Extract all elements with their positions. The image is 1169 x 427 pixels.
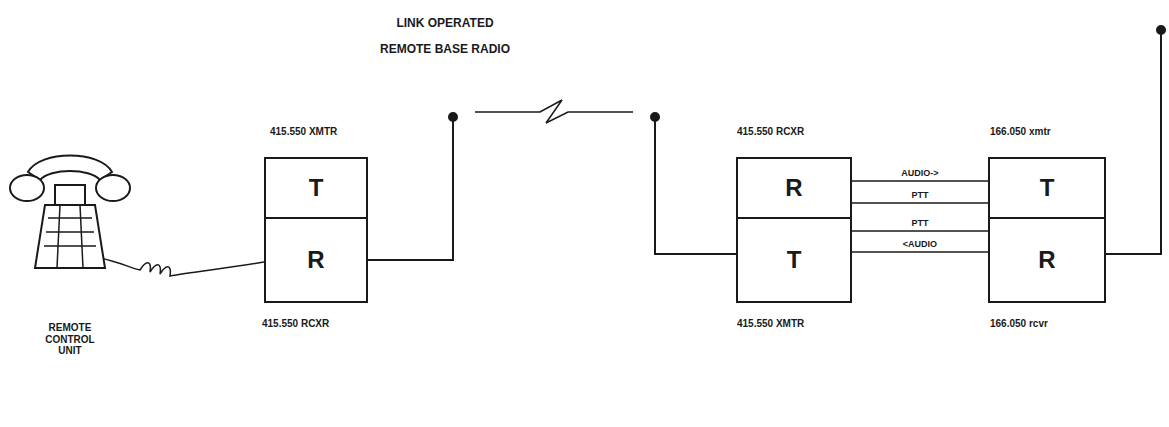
unit-letter: R [785,176,802,200]
antenna-feed [655,117,736,254]
unit-letter: T [309,176,324,200]
frequency-label: 166.050 xmtr [990,126,1100,138]
signal-name: PTT [910,219,931,229]
radio-unit-box: T [988,157,1106,219]
antenna-feed [368,117,453,260]
control-wire [852,180,988,182]
control-wire [852,251,988,253]
antenna-tip [449,113,457,121]
device-caption: REMOTE CONTROL UNIT [33,322,107,357]
keypad-grid [44,205,96,268]
radio-link-symbol [475,100,633,123]
cradle [55,185,85,205]
unit-letter: T [1040,176,1055,200]
control-wire [852,230,988,232]
diagram-title: LINK OPERATED REMOTE BASE RADIO [370,10,520,63]
unit-letter: R [1038,248,1055,272]
frequency-label: 415.550 XMTR [737,318,847,330]
unit-letter: R [307,248,324,272]
frequency-label: 415.550 RCXR [737,126,847,138]
radio-unit-box: T [264,157,368,219]
radio-unit-box: R [264,217,368,303]
signal-name: <AUDIO [901,240,939,250]
phone-base [35,205,105,268]
frequency-label: 415.550 XMTR [270,126,380,138]
mouthpiece [96,175,130,201]
antenna-tip [1157,26,1165,34]
antenna-feed [1106,30,1161,254]
unit-letter: T [787,248,802,272]
frequency-label: 415.550 RCXR [262,318,372,330]
phone-cord [100,258,264,276]
radio-unit-box: T [736,217,852,303]
frequency-label: 166.050 rcvr [990,318,1100,330]
radio-unit-box: R [988,217,1106,303]
signal-name: PTT [910,191,931,201]
handset [28,156,112,181]
antenna-tip [651,113,659,121]
telephone-icon [10,156,130,269]
control-wire [852,202,988,204]
earpiece [10,175,44,201]
signal-name: AUDIO-> [899,169,940,179]
radio-unit-box: R [736,157,852,219]
